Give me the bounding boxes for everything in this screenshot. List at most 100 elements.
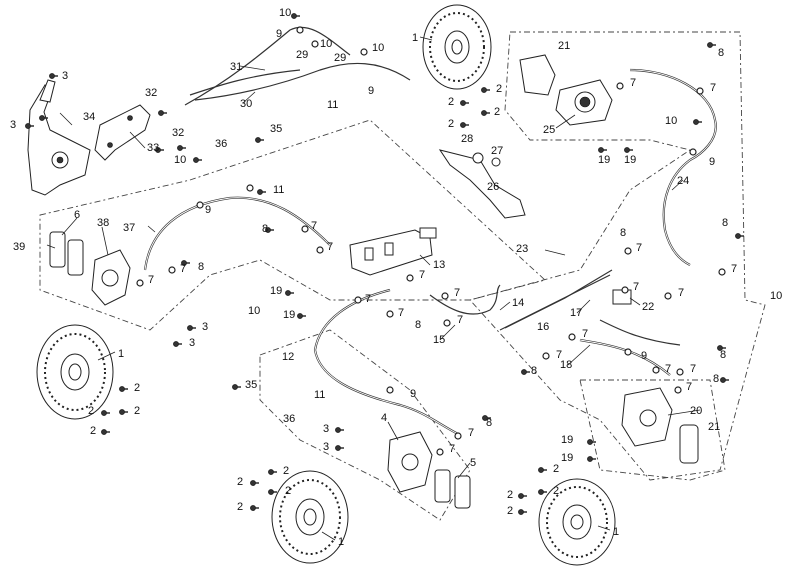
callout-label: 12 xyxy=(282,351,294,363)
callout-label: 28 xyxy=(461,133,473,145)
bolt-icon xyxy=(291,13,297,19)
brake-disc-rear xyxy=(538,478,616,566)
front-right-pads xyxy=(434,469,471,509)
bolt-icon xyxy=(101,410,107,416)
bolt-icon xyxy=(624,147,630,153)
bolt-icon xyxy=(119,409,125,415)
callout-label: 1 xyxy=(118,348,124,360)
bolt-icon xyxy=(285,290,291,296)
washer-icon xyxy=(443,319,451,327)
callout-label: 6 xyxy=(74,209,80,221)
callout-label: 2 xyxy=(496,83,502,95)
callout-label: 17 xyxy=(570,307,582,319)
master-cylinder xyxy=(349,227,437,276)
callout-label: 2 xyxy=(134,405,140,417)
callout-label: 8 xyxy=(531,365,537,377)
callout-label: 7 xyxy=(419,269,425,281)
callout-label: 2 xyxy=(553,463,559,475)
bolt-icon xyxy=(187,325,193,331)
callout-label: 2 xyxy=(88,405,94,417)
callout-label: 7 xyxy=(636,242,642,254)
callout-label: 22 xyxy=(642,301,654,313)
callout-label: 24 xyxy=(677,175,689,187)
callout-label: 3 xyxy=(323,441,329,453)
bolt-icon xyxy=(720,377,726,383)
brake-hoses xyxy=(143,68,717,436)
callout-label: 7 xyxy=(665,363,671,375)
callout-label: 7 xyxy=(633,281,639,293)
rear-brake-group-outline xyxy=(469,31,766,481)
callout-label: 3 xyxy=(62,70,68,82)
callout-label: 2 xyxy=(507,505,513,517)
bolt-icon xyxy=(250,480,256,486)
brake-tee-junction xyxy=(612,289,632,305)
bolt-icon xyxy=(538,489,544,495)
callout-label: 37 xyxy=(123,222,135,234)
washer-icon xyxy=(676,368,684,376)
washer-icon xyxy=(542,352,550,360)
callout-label: 11 xyxy=(314,389,325,401)
callout-label: 18 xyxy=(560,359,572,371)
callout-label: 2 xyxy=(285,485,291,497)
bolt-icon xyxy=(481,87,487,93)
callout-label: 15 xyxy=(433,334,445,346)
bolt-icon xyxy=(693,119,699,125)
callout-label: 7 xyxy=(454,287,460,299)
callout-label: 2 xyxy=(237,476,243,488)
washer-icon xyxy=(354,296,362,304)
callout-label: 29 xyxy=(296,49,308,61)
callout-label: 2 xyxy=(553,485,559,497)
callout-label: 25 xyxy=(543,124,555,136)
brake-disc-top xyxy=(422,4,492,90)
washer-icon xyxy=(454,432,462,440)
callout-label: 7 xyxy=(686,381,692,393)
brake-pad-21-top xyxy=(519,54,556,96)
callout-label: 8 xyxy=(620,227,626,239)
callout-label: 34 xyxy=(83,111,95,123)
brake-line-17 xyxy=(504,269,613,329)
bolt-icon xyxy=(49,73,55,79)
callout-label: 7 xyxy=(731,263,737,275)
callout-label: 8 xyxy=(720,349,726,361)
callout-label: 9 xyxy=(205,204,211,216)
washer-icon xyxy=(674,386,682,394)
bolt-icon xyxy=(335,445,341,451)
bolt-icon xyxy=(250,505,256,511)
callout-label: 1 xyxy=(412,32,418,44)
rear-caliper-bottom xyxy=(621,387,673,447)
bolt-icon xyxy=(335,427,341,433)
callout-label: 7 xyxy=(398,307,404,319)
front-right-caliper xyxy=(387,431,433,493)
callout-label: 23 xyxy=(516,243,528,255)
callout-label: 21 xyxy=(558,40,570,52)
callout-label: 2 xyxy=(90,425,96,437)
brake-pad-21-bottom xyxy=(679,424,699,464)
callout-label: 9 xyxy=(641,350,647,362)
hardware-fasteners xyxy=(25,13,744,515)
callout-label: 2 xyxy=(448,96,454,108)
washer-icon xyxy=(689,148,697,156)
callout-label: 2 xyxy=(507,489,513,501)
washer-icon xyxy=(386,310,394,318)
bolt-icon xyxy=(101,429,107,435)
washer-icon xyxy=(436,448,444,456)
callout-label: 1 xyxy=(338,536,344,548)
callout-label: 2 xyxy=(283,465,289,477)
bolt-icon xyxy=(598,147,604,153)
callout-label: 3 xyxy=(323,423,329,435)
bolt-icon xyxy=(518,509,524,515)
callout-label: 9 xyxy=(410,388,416,400)
callout-label: 7 xyxy=(365,293,371,305)
bolt-icon xyxy=(158,110,164,116)
bolt-icon xyxy=(521,369,527,375)
callout-label: 7 xyxy=(449,443,455,455)
bolt-icon xyxy=(39,115,45,121)
callout-label: 8 xyxy=(722,217,728,229)
washer-icon xyxy=(196,201,204,209)
brake-line-14 xyxy=(429,284,501,315)
brake-pedal xyxy=(438,149,526,219)
callout-label: 29 xyxy=(334,52,346,64)
callout-label: 2 xyxy=(494,106,500,118)
washer-icon xyxy=(301,225,309,233)
